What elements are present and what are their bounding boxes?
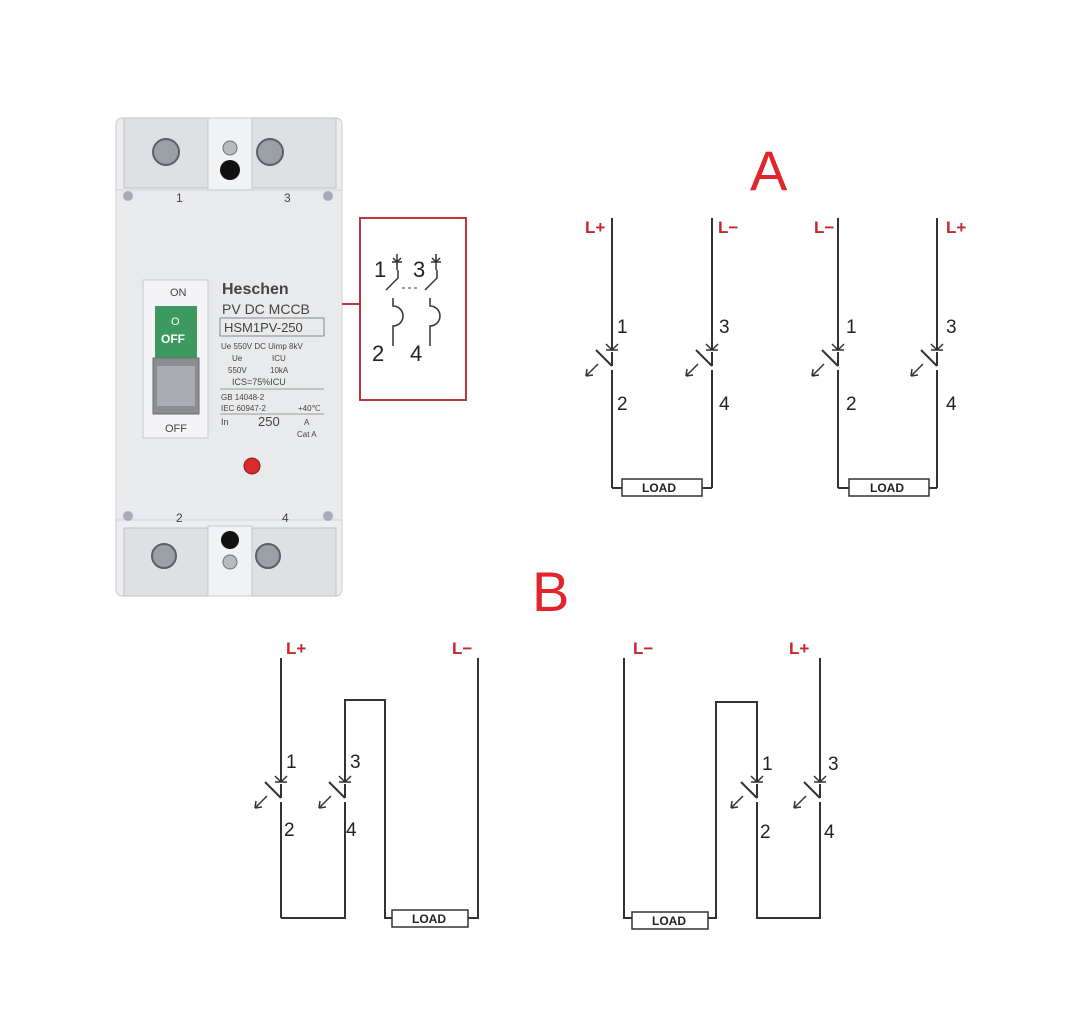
svg-text:L−: L− (814, 218, 834, 237)
svg-text:A: A (304, 418, 310, 427)
svg-text:GB 14048-2: GB 14048-2 (221, 393, 265, 402)
svg-text:ICS=75%ICU: ICS=75%ICU (232, 377, 286, 387)
svg-text:550V: 550V (228, 366, 247, 375)
svg-text:LOAD: LOAD (870, 481, 904, 495)
svg-text:2: 2 (284, 820, 295, 841)
svg-text:1: 1 (617, 317, 628, 338)
svg-text:3: 3 (828, 754, 839, 775)
circuit-b-left: L+ L− 1 2 3 4 LOAD (254, 639, 479, 928)
svg-text:1: 1 (762, 754, 773, 775)
svg-text:10kA: 10kA (270, 366, 289, 375)
section-b-label: B (532, 560, 569, 623)
terminal-label-4: 4 (282, 511, 289, 525)
svg-text:IEC 60947-2: IEC 60947-2 (221, 404, 266, 413)
svg-text:L+: L+ (946, 218, 966, 237)
svg-text:1: 1 (374, 257, 386, 282)
breaker-symbol-callout: 1 3 2 4 (359, 217, 467, 401)
svg-text:OFF: OFF (161, 332, 185, 346)
svg-text:3: 3 (946, 317, 957, 338)
svg-text:3: 3 (350, 752, 361, 773)
svg-text:250: 250 (258, 414, 280, 429)
svg-text:L−: L− (452, 639, 472, 658)
brand-label: Heschen (222, 281, 289, 298)
svg-text:3: 3 (719, 317, 730, 338)
circuit-b-right: L− L+ LOAD 1 2 3 4 (623, 639, 839, 930)
pole-label: L− (718, 218, 738, 237)
svg-text:2: 2 (372, 341, 384, 366)
circuit-a-left: L+ L− 1 2 3 4 LOAD (585, 218, 738, 497)
svg-text:3: 3 (413, 257, 425, 282)
svg-text:L−: L− (633, 639, 653, 658)
terminal-label-2: 2 (176, 511, 183, 525)
svg-text:4: 4 (346, 820, 357, 841)
svg-text:4: 4 (719, 394, 730, 415)
terminal-label-1: 1 (176, 191, 183, 205)
svg-text:1: 1 (846, 317, 857, 338)
svg-text:4: 4 (410, 341, 422, 366)
svg-text:LOAD: LOAD (652, 914, 686, 928)
svg-text:2: 2 (760, 822, 771, 843)
svg-text:+40℃: +40℃ (298, 404, 321, 413)
svg-text:L+: L+ (286, 639, 306, 658)
svg-text:ICU: ICU (272, 354, 286, 363)
svg-text:Cat A: Cat A (297, 430, 317, 439)
breaker-device: 1 3 2 4 ON O OFF OFF Heschen PV DC MCCB … (115, 117, 343, 597)
svg-text:2: 2 (617, 394, 628, 415)
toggle-handle (155, 306, 197, 358)
svg-text:4: 4 (946, 394, 957, 415)
terminal-screw-3 (256, 138, 284, 166)
svg-text:Ue: Ue (232, 354, 243, 363)
svg-text:O: O (171, 316, 180, 328)
svg-text:Ue 550V DC Uimp 8kV: Ue 550V DC Uimp 8kV (221, 342, 303, 351)
svg-text:LOAD: LOAD (642, 481, 676, 495)
circuit-a-right: L− L+ 1 2 3 4 LOAD (811, 218, 966, 497)
svg-text:1: 1 (286, 752, 297, 773)
on-label: ON (170, 287, 187, 299)
svg-text:2: 2 (846, 394, 857, 415)
terminal-screw-1 (152, 138, 180, 166)
load-box (631, 911, 709, 930)
svg-text:4: 4 (824, 822, 835, 843)
section-a-label: A (750, 139, 788, 202)
svg-text:L+: L+ (789, 639, 809, 658)
off-label: OFF (165, 423, 187, 435)
type-label: PV DC MCCB (222, 301, 310, 317)
model-label: HSM1PV-250 (224, 320, 303, 335)
svg-text:LOAD: LOAD (412, 912, 446, 926)
terminal-label-3: 3 (284, 191, 291, 205)
svg-text:In: In (221, 417, 229, 427)
trip-test-button (243, 457, 261, 475)
pole-label: L+ (585, 218, 605, 237)
